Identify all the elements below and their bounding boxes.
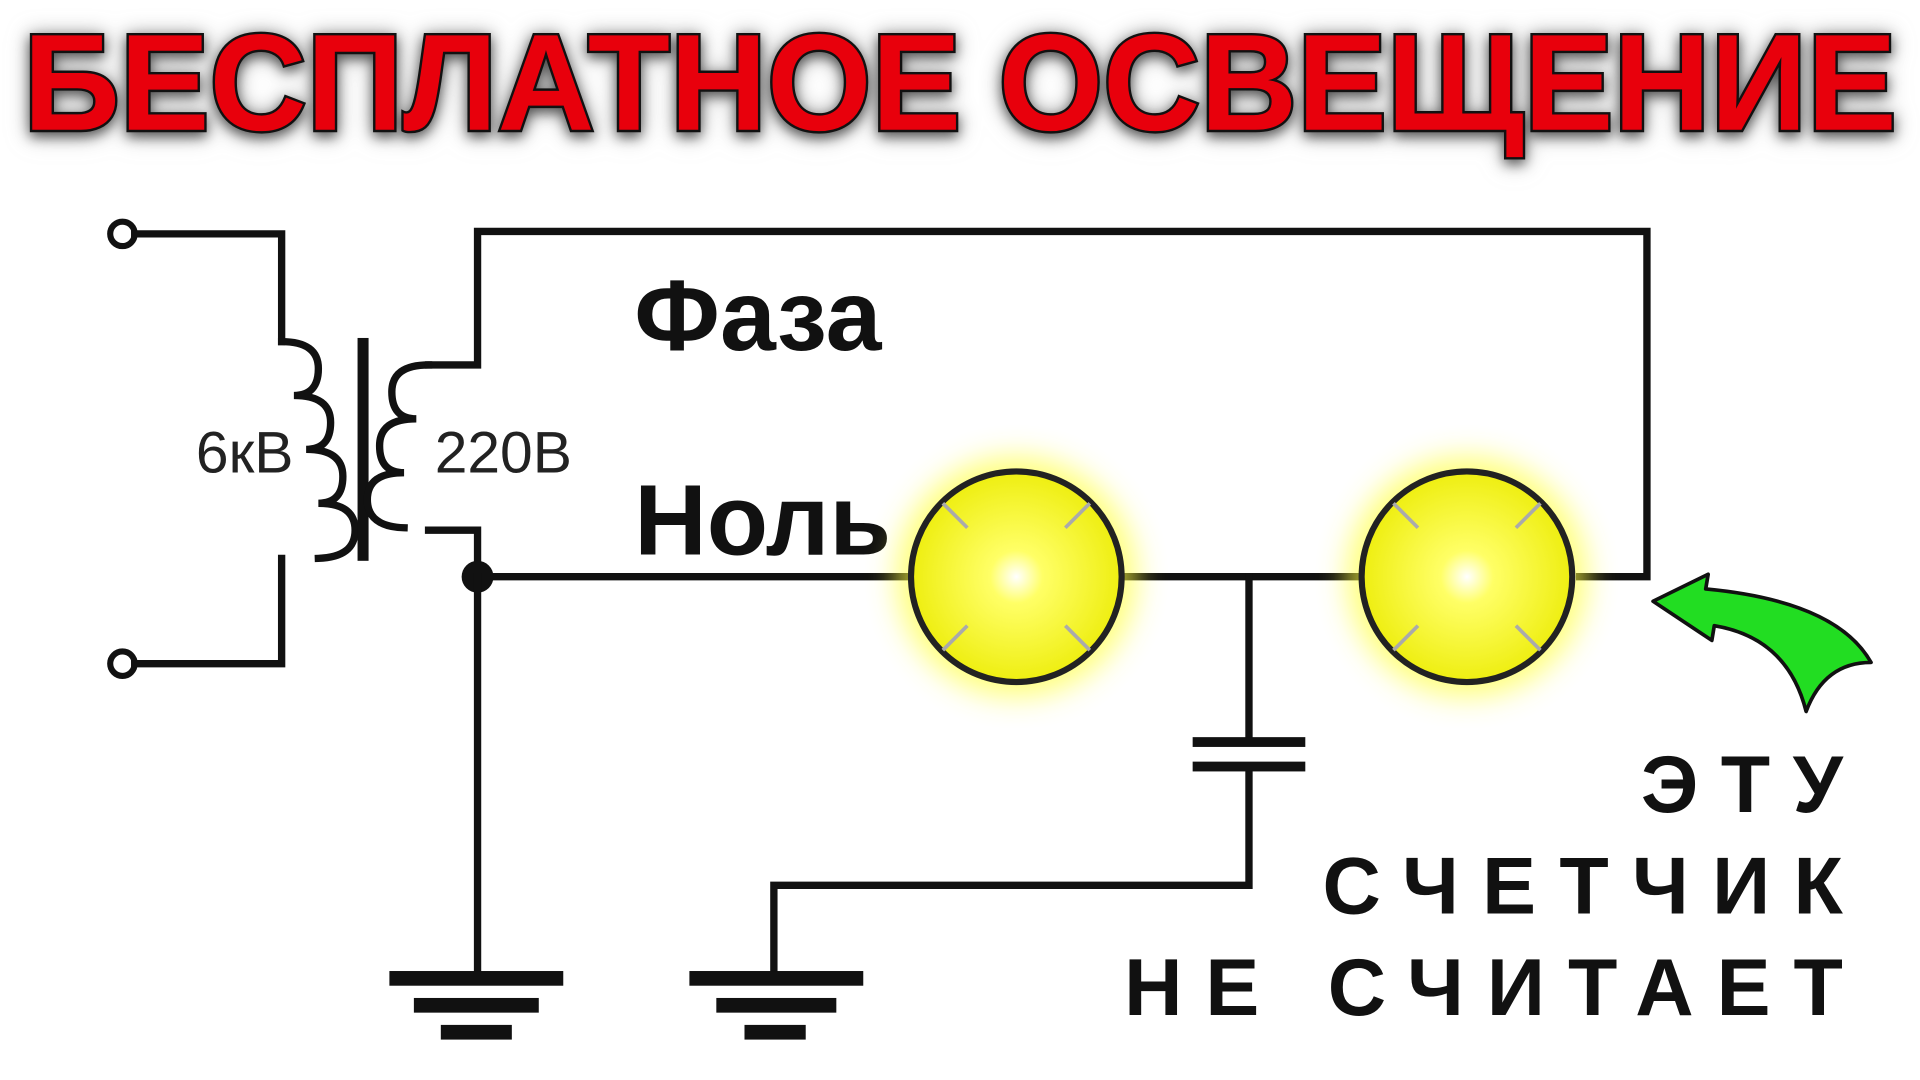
phase-wire: [424, 227, 1651, 581]
secondary-voltage-label: 220В: [435, 421, 572, 486]
primary-wires: [131, 230, 286, 668]
title-text: БЕСПЛАТНОЕ ОСВЕЩЕНИЕ: [23, 7, 1896, 160]
lamp-2: [1346, 456, 1587, 697]
input-terminal-bottom: [107, 648, 138, 679]
input-terminal-top: [107, 218, 138, 250]
transformer-core: [357, 337, 369, 561]
capacitor-wire: [770, 573, 1253, 979]
caption-line-1: ЭТУ: [1641, 740, 1845, 830]
caption-line-3: НЕ СЧИТАЕТ: [1124, 943, 1843, 1033]
green-arrow-icon: [1651, 572, 1873, 714]
secondary-coil: [363, 361, 433, 532]
phase-label: Фаза: [634, 260, 882, 372]
capacitor: [1192, 737, 1306, 772]
ground-symbol-2: [689, 971, 864, 1040]
ground-symbol-1: [389, 971, 564, 1040]
neutral-label: Ноль: [634, 465, 891, 577]
lamp-1: [896, 456, 1137, 697]
primary-voltage-label: 6кВ: [196, 421, 294, 486]
caption-line-2: СЧЕТЧИК: [1322, 841, 1843, 931]
neutral-wire: [424, 526, 916, 581]
